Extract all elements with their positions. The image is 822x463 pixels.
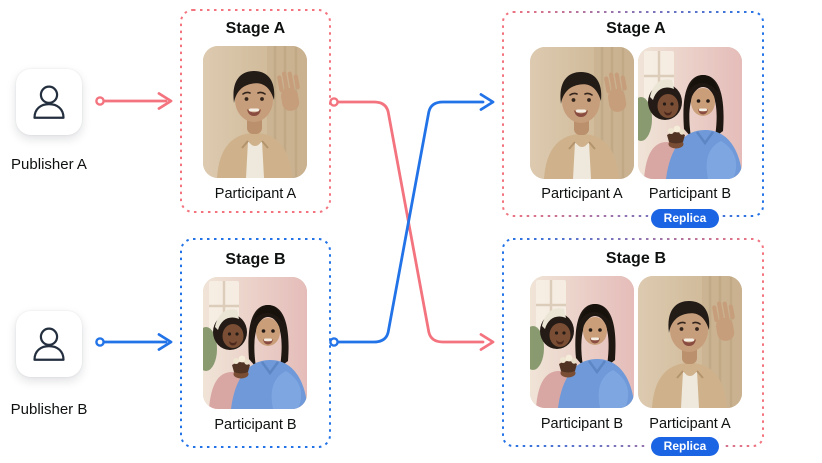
participant-a-photo xyxy=(530,47,634,179)
source-stage-a: Stage A Participant A xyxy=(180,9,331,213)
stage-title: Stage A xyxy=(225,20,286,37)
person-icon xyxy=(26,321,72,367)
replica-badge: Replica xyxy=(651,437,719,456)
replica-stage-b: Stage B Participant B Participant A Repl… xyxy=(502,238,764,456)
participant-label: Participant B xyxy=(214,417,297,433)
replica-stage-a: Stage A Participant A Participant B Repl… xyxy=(502,11,764,228)
participant-a-photo xyxy=(203,46,307,178)
stage-title: Stage B xyxy=(225,251,286,268)
source-stage-b: Stage B Participant B xyxy=(180,238,331,448)
participant-label: Participant A xyxy=(649,416,731,432)
replica-stage-b-border xyxy=(502,238,764,447)
stage-title: Stage A xyxy=(606,20,666,37)
publisher-b-label: Publisher B xyxy=(10,401,88,418)
participant-b-photo xyxy=(530,276,634,408)
replica-stage-a-border xyxy=(502,11,764,217)
source-stage-a-border xyxy=(180,9,331,213)
publisher-a-label: Publisher A xyxy=(11,156,87,173)
replica-badge: Replica xyxy=(651,209,719,228)
publisher-b-arrow xyxy=(95,333,173,351)
participant-a-replication-line xyxy=(329,97,495,351)
publisher-b-card xyxy=(16,311,82,377)
participant-a-photo xyxy=(638,276,742,408)
source-stage-b-border xyxy=(180,238,331,448)
participant-label: Participant A xyxy=(214,186,297,202)
participant-b-replication-line xyxy=(329,93,495,347)
publisher-a-arrow xyxy=(95,92,173,110)
participant-label: Participant A xyxy=(541,186,623,202)
stage-title: Stage B xyxy=(605,250,667,267)
participant-b-photo xyxy=(203,277,307,409)
participant-b-photo xyxy=(638,47,742,179)
participant-label: Participant B xyxy=(648,186,732,202)
participant-label: Participant B xyxy=(540,416,624,432)
person-icon xyxy=(26,79,72,125)
publisher-a-card xyxy=(16,69,82,135)
